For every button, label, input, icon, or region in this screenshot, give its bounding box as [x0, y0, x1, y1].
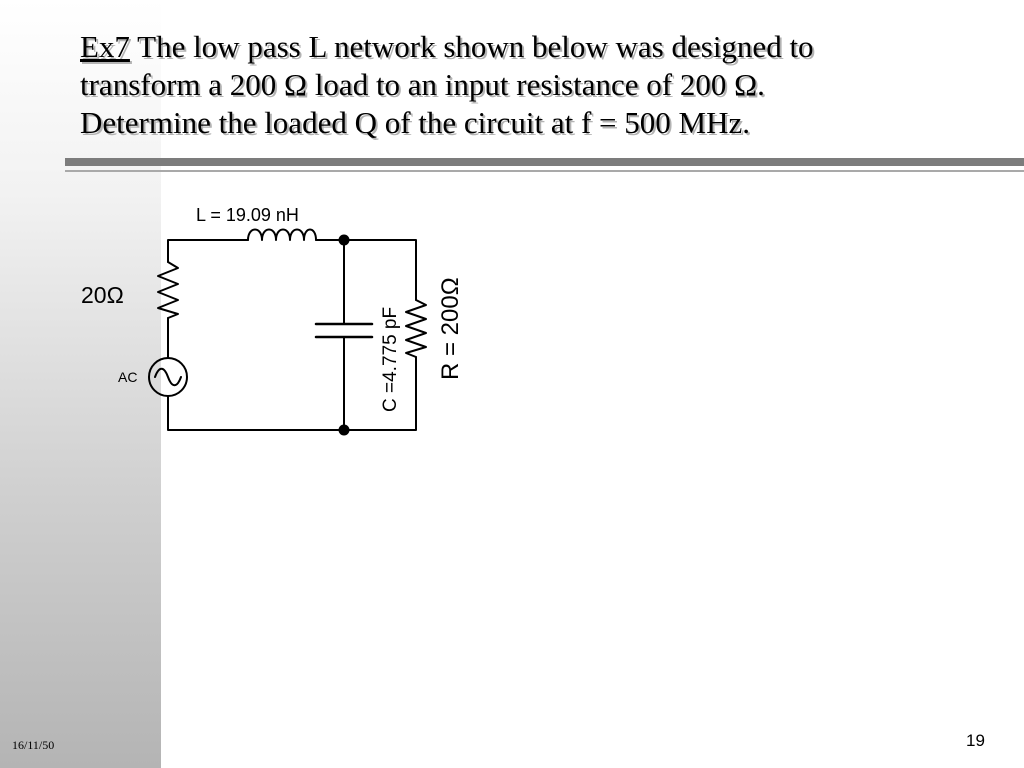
capacitor-label: C =4.775 pF	[380, 307, 401, 412]
title-line-3: Determine the loaded Q of the circuit at…	[80, 105, 750, 140]
inductor-label: L = 19.09 nH	[196, 205, 299, 225]
wire-top-right	[315, 239, 417, 301]
footer-date: 16/11/50	[12, 738, 55, 752]
wire-left-top	[167, 239, 249, 263]
load-resistor	[405, 299, 427, 358]
sidebar-gradient	[0, 0, 161, 768]
ac-wave-icon	[154, 367, 182, 387]
page-number: 19	[966, 731, 985, 750]
title-divider-dark	[65, 158, 1024, 166]
junction-bottom	[338, 424, 350, 436]
inductor	[247, 228, 317, 241]
slide-title: Ex7 The low pass L network shown below w…	[80, 28, 1010, 142]
wire-left-bottom	[167, 356, 417, 431]
title-line-1: The low pass L network shown below was d…	[129, 29, 814, 64]
source-resistor	[157, 261, 179, 319]
source-label: AC	[118, 369, 137, 385]
example-number: Ex7	[80, 29, 130, 64]
junction-top	[338, 234, 350, 246]
title-divider-light	[65, 170, 1024, 172]
load-resistor-label: R = 200Ω	[437, 277, 464, 380]
source-resistor-label: 20Ω	[81, 282, 124, 308]
title-line-2: transform a 200 Ω load to an input resis…	[80, 67, 765, 102]
